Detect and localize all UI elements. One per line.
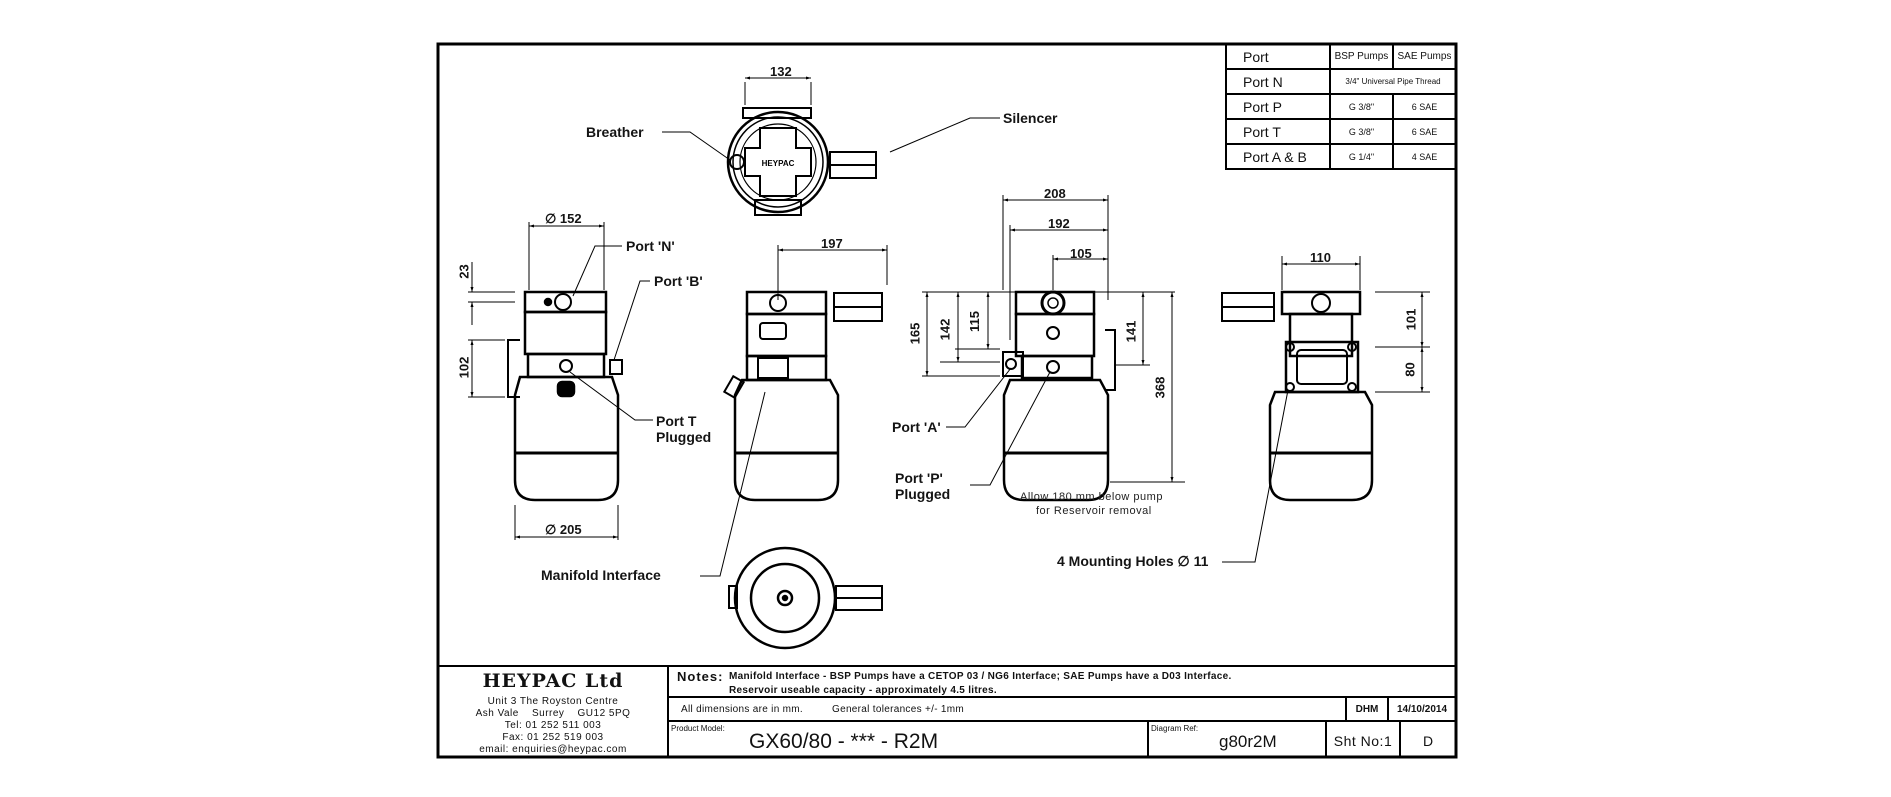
product-model-cell: Product Model: GX60/80 - *** - R2M — [667, 720, 1149, 758]
company-block: HEYPAC Ltd Unit 3 The Royston Centre Ash… — [437, 665, 669, 758]
dimensions-note: All dimensions are in mm. — [681, 704, 803, 715]
front-view-dims — [700, 245, 888, 577]
callout-port-n: Port 'N' — [626, 238, 675, 254]
drawn-by: DHM — [1355, 704, 1379, 715]
dim-368: 368 — [1152, 376, 1168, 399]
product-model: GX60/80 - *** - R2M — [749, 730, 939, 753]
dim-80: 80 — [1402, 362, 1418, 377]
side-view-dims — [922, 195, 1185, 486]
notes-label: Notes: — [677, 669, 724, 684]
callout-manifold-interface: Manifold Interface — [541, 567, 661, 583]
dim-102: 102 — [456, 356, 472, 379]
row-sae: 4 SAE — [1391, 143, 1458, 170]
callout-port-p: Port 'P' — [895, 470, 943, 486]
company-name: HEYPAC Ltd — [482, 670, 624, 692]
reservoir-note-line-2: for Reservoir removal — [1036, 505, 1152, 517]
dim-142: 142 — [937, 318, 953, 341]
table-row: Port T G 3/8" 6 SAE — [1225, 118, 1458, 145]
callout-silencer: Silencer — [1003, 110, 1058, 126]
row-port: Port T — [1225, 118, 1331, 145]
revision-cell: D — [1399, 720, 1457, 758]
header-bsp: BSP Pumps — [1329, 43, 1394, 70]
port-table-header: Port BSP Pumps SAE Pumps — [1225, 43, 1458, 70]
company-fax: Fax: 01 252 519 003 — [502, 732, 604, 743]
callout-port-p-plugged: Plugged — [895, 486, 951, 502]
company-address-1: Unit 3 The Royston Centre — [487, 696, 619, 707]
callout-breather: Breather — [586, 124, 644, 140]
sheet-no-cell: Sht No:1 — [1325, 720, 1401, 758]
revision: D — [1422, 733, 1434, 749]
dim-110: 110 — [1310, 250, 1331, 265]
company-address-2: Ash Vale Surrey GU12 5PQ — [475, 708, 631, 719]
sheet-number: Sht No:1 — [1333, 733, 1393, 749]
diagram-ref-cell: Diagram Ref: g80r2M — [1147, 720, 1327, 758]
row-bsp: G 3/8" — [1329, 93, 1394, 120]
dim-192: 192 — [1048, 216, 1070, 231]
note-manifold: Manifold Interface - BSP Pumps have a CE… — [729, 671, 1232, 682]
dim-105: 105 — [1070, 246, 1092, 261]
dim-23: 23 — [456, 264, 472, 279]
row-sae: 6 SAE — [1391, 93, 1458, 120]
reservoir-note-line-1: Allow 180 mm below pump — [1020, 491, 1163, 503]
date-cell: 14/10/2014 — [1387, 696, 1457, 722]
row-port: Port N — [1225, 68, 1331, 95]
dim-132-lines — [662, 76, 1000, 161]
left-view — [507, 290, 623, 502]
rear-view-dims — [1222, 256, 1430, 563]
callout-port-t: Port T — [656, 413, 697, 429]
row-bsp: G 1/4" — [1329, 143, 1394, 170]
tolerance-note: General tolerances +/- 1mm — [832, 704, 965, 715]
note-reservoir: Reservoir useable capacity - approximate… — [729, 685, 997, 696]
diagram-ref-label: Diagram Ref: — [1151, 724, 1199, 733]
product-model-label: Product Model: — [671, 724, 725, 733]
company-email: email: enquiries@heypac.com — [479, 744, 627, 755]
table-row: Port P G 3/8" 6 SAE — [1225, 93, 1458, 120]
front-view — [722, 290, 883, 502]
callout-port-t-plugged: Plugged — [656, 429, 712, 445]
header-sae: SAE Pumps — [1391, 43, 1458, 70]
side-view — [1002, 290, 1116, 502]
callout-mounting-holes: 4 Mounting Holes ∅ 11 — [1057, 553, 1209, 569]
general-notes-block: All dimensions are in mm. General tolera… — [667, 696, 1347, 722]
port-table: Port BSP Pumps SAE Pumps Port N 3/4" Uni… — [1225, 43, 1458, 170]
rear-view — [1221, 290, 1374, 502]
notes-block: Notes: Manifold Interface - BSP Pumps ha… — [667, 665, 1457, 698]
drawing-date: 14/10/2014 — [1396, 704, 1448, 715]
row-bsp: G 3/8" — [1329, 118, 1394, 145]
table-row: Port N 3/4" Universal Pipe Thread — [1225, 68, 1457, 95]
left-view-dims — [468, 222, 653, 540]
dim-132: 132 — [770, 64, 792, 79]
row-merged: 3/4" Universal Pipe Thread — [1329, 68, 1457, 95]
table-row: Port A & B G 1/4" 4 SAE — [1225, 143, 1458, 170]
dim-diameter-152: ∅ 152 — [545, 211, 582, 226]
top-view: HEYPAC — [726, 107, 877, 216]
diagram-ref: g80r2M — [1219, 732, 1277, 751]
row-port: Port P — [1225, 93, 1331, 120]
row-sae: 6 SAE — [1391, 118, 1458, 145]
dim-208: 208 — [1044, 186, 1066, 201]
dim-165: 165 — [907, 322, 923, 345]
callout-port-a: Port 'A' — [892, 419, 941, 435]
dim-115: 115 — [966, 311, 982, 332]
header-port: Port — [1225, 43, 1331, 70]
dim-141: 141 — [1123, 320, 1139, 343]
dim-diameter-205: ∅ 205 — [545, 522, 582, 537]
svg-text:HEYPAC: HEYPAC — [762, 159, 795, 168]
callout-port-b: Port 'B' — [654, 273, 703, 289]
dim-197: 197 — [821, 236, 843, 251]
dim-101: 101 — [1403, 308, 1419, 331]
bottom-view — [728, 546, 883, 650]
drawn-by-cell: DHM — [1345, 696, 1389, 722]
row-port: Port A & B — [1225, 143, 1331, 170]
company-tel: Tel: 01 252 511 003 — [504, 720, 602, 731]
